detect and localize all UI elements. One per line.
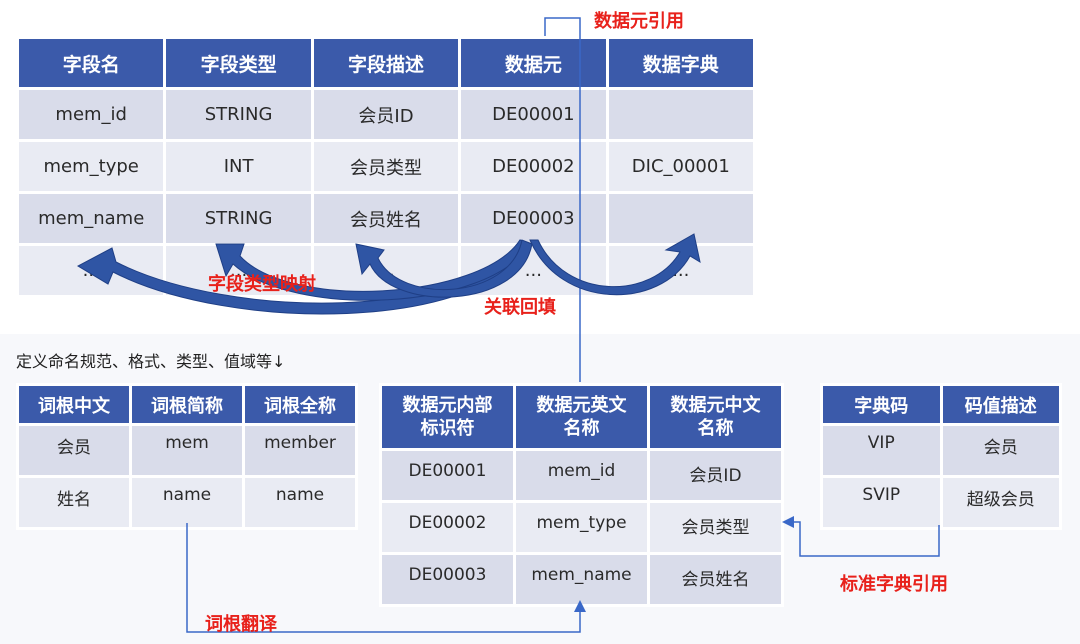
field-table-header: 字段描述 <box>313 39 459 87</box>
table-cell: STRING <box>166 194 311 243</box>
table-cell: 会员ID <box>313 90 459 139</box>
table-cell: DE00002 <box>461 142 606 191</box>
table-cell: DE00001 <box>461 90 606 139</box>
table-cell: ... <box>461 246 606 295</box>
field-table-header: 字段名 <box>19 39 164 87</box>
table-cell: STRING <box>166 90 311 139</box>
table-cell: ... <box>313 246 459 295</box>
table-cell: mem_type <box>19 142 164 191</box>
table-cell: 会员 <box>942 426 1059 475</box>
link-backfill-label: 关联回填 <box>484 297 556 318</box>
de-header-line: 名称 <box>697 418 734 439</box>
table-cell: DIC_00001 <box>608 142 753 191</box>
data-element-table: 数据元内部 标识符 数据元英文 名称 数据元中文 名称 DE00001 mem_… <box>379 383 784 607</box>
data-element-ref-label: 数据元引用 <box>594 11 684 32</box>
table-cell: DE00003 <box>382 555 513 604</box>
table-cell: 姓名 <box>19 478 129 527</box>
definition-note: 定义命名规范、格式、类型、值域等↓ <box>16 352 286 371</box>
table-cell: mem <box>132 426 242 475</box>
de-header-line: 数据元中文 <box>670 395 761 416</box>
root-translation-label: 词根翻译 <box>205 614 277 635</box>
table-row: DE00002 mem_type 会员类型 <box>382 503 781 552</box>
field-table-header-row: 字段名 字段类型 字段描述 数据元 数据字典 <box>19 39 753 87</box>
table-cell: ... <box>608 246 753 295</box>
table-row: 会员 mem member <box>19 426 355 475</box>
table-cell: member <box>245 426 355 475</box>
de-header-line: 标识符 <box>420 418 475 439</box>
root-word-table: 词根中文 词根简称 词根全称 会员 mem member 姓名 name nam… <box>16 383 358 530</box>
table-cell: name <box>132 478 242 527</box>
table-cell: name <box>245 478 355 527</box>
table-row: SVIP 超级会员 <box>823 478 1059 527</box>
table-cell: VIP <box>823 426 940 475</box>
de-header-line: 数据元内部 <box>402 395 493 416</box>
table-row: DE00003 mem_name 会员姓名 <box>382 555 781 604</box>
dict-table-header: 字典码 <box>823 386 940 423</box>
table-row: mem_name STRING 会员姓名 DE00003 <box>19 194 753 243</box>
table-row: mem_id STRING 会员ID DE00001 <box>19 90 753 139</box>
table-cell: 会员类型 <box>313 142 459 191</box>
table-cell: DE00003 <box>461 194 606 243</box>
std-dict-ref-label: 标准字典引用 <box>840 574 948 595</box>
root-table-header: 词根简称 <box>132 386 242 423</box>
table-cell: DE00001 <box>382 451 513 500</box>
table-cell: mem_name <box>19 194 164 243</box>
table-cell: mem_name <box>516 555 647 604</box>
field-table-header: 字段类型 <box>166 39 311 87</box>
table-row: VIP 会员 <box>823 426 1059 475</box>
field-type-mapping-label: 字段类型映射 <box>208 274 316 295</box>
table-cell <box>608 90 753 139</box>
field-table-header: 数据元 <box>461 39 606 87</box>
de-table-header-row: 数据元内部 标识符 数据元英文 名称 数据元中文 名称 <box>382 386 781 448</box>
de-table-header: 数据元内部 标识符 <box>382 386 513 448</box>
table-cell: INT <box>166 142 311 191</box>
table-cell: mem_type <box>516 503 647 552</box>
root-table-header-row: 词根中文 词根简称 词根全称 <box>19 386 355 423</box>
de-table-header: 数据元英文 名称 <box>516 386 647 448</box>
table-cell: 会员类型 <box>650 503 781 552</box>
root-table-header: 词根中文 <box>19 386 129 423</box>
table-cell: 会员姓名 <box>313 194 459 243</box>
table-row: mem_type INT 会员类型 DE00002 DIC_00001 <box>19 142 753 191</box>
table-cell: ... <box>19 246 164 295</box>
table-cell: 会员姓名 <box>650 555 781 604</box>
table-row: DE00001 mem_id 会员ID <box>382 451 781 500</box>
de-table-header: 数据元中文 名称 <box>650 386 781 448</box>
table-cell: DE00002 <box>382 503 513 552</box>
table-row: ... ... ... ... ... <box>19 246 753 295</box>
table-cell: mem_id <box>19 90 164 139</box>
de-header-line: 数据元英文 <box>536 395 627 416</box>
table-cell: SVIP <box>823 478 940 527</box>
field-table: 字段名 字段类型 字段描述 数据元 数据字典 mem_id STRING 会员I… <box>16 36 756 298</box>
root-table-header: 词根全称 <box>245 386 355 423</box>
dict-table-header: 码值描述 <box>942 386 1059 423</box>
table-row: 姓名 name name <box>19 478 355 527</box>
table-cell <box>608 194 753 243</box>
field-table-header: 数据字典 <box>608 39 753 87</box>
dictionary-table: 字典码 码值描述 VIP 会员 SVIP 超级会员 <box>820 383 1062 530</box>
table-cell: mem_id <box>516 451 647 500</box>
table-cell: 会员ID <box>650 451 781 500</box>
table-cell: 会员 <box>19 426 129 475</box>
de-header-line: 名称 <box>563 418 600 439</box>
table-cell: 超级会员 <box>942 478 1059 527</box>
dict-table-header-row: 字典码 码值描述 <box>823 386 1059 423</box>
